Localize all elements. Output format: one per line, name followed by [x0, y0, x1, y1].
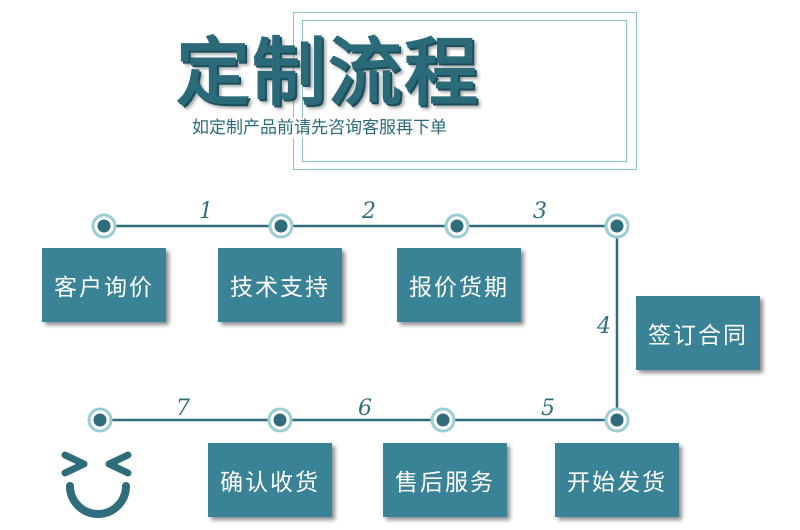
- step-box-quote-delivery: 报价货期: [397, 248, 521, 322]
- flow-connectors: [100, 224, 619, 422]
- step-number-6: 6: [358, 396, 372, 421]
- flow-node: [268, 213, 294, 239]
- step-box-customer-inquiry: 客户询价: [42, 248, 166, 322]
- flow-nodes: [87, 213, 630, 433]
- decorative-frame-outer: [293, 12, 637, 170]
- flow-node: [604, 407, 630, 433]
- step-box-after-sales: 售后服务: [383, 443, 507, 517]
- flow-node: [267, 407, 293, 433]
- step-number-5: 5: [541, 396, 555, 421]
- step-number-1: 1: [199, 199, 213, 224]
- step-box-start-shipping: 开始发货: [555, 443, 679, 517]
- page-subtitle: 如定制产品前请先咨询客服再下单: [190, 118, 453, 138]
- flow-node: [444, 213, 470, 239]
- step-number-4: 4: [597, 314, 611, 339]
- step-number-2: 2: [362, 199, 376, 224]
- step-box-confirm-receipt: 确认收货: [208, 443, 332, 517]
- decorative-frame-inner: [302, 20, 627, 162]
- flow-node: [604, 213, 630, 239]
- step-box-technical-support: 技术支持: [218, 248, 342, 322]
- step-number-7: 7: [176, 396, 190, 421]
- smiley-face-icon: [61, 451, 132, 518]
- flow-node: [91, 213, 117, 239]
- flow-node: [430, 407, 456, 433]
- flow-node: [87, 407, 113, 433]
- step-number-3: 3: [533, 199, 547, 224]
- page-title: 定制流程: [176, 30, 480, 116]
- step-box-sign-contract: 签订合同: [636, 296, 760, 370]
